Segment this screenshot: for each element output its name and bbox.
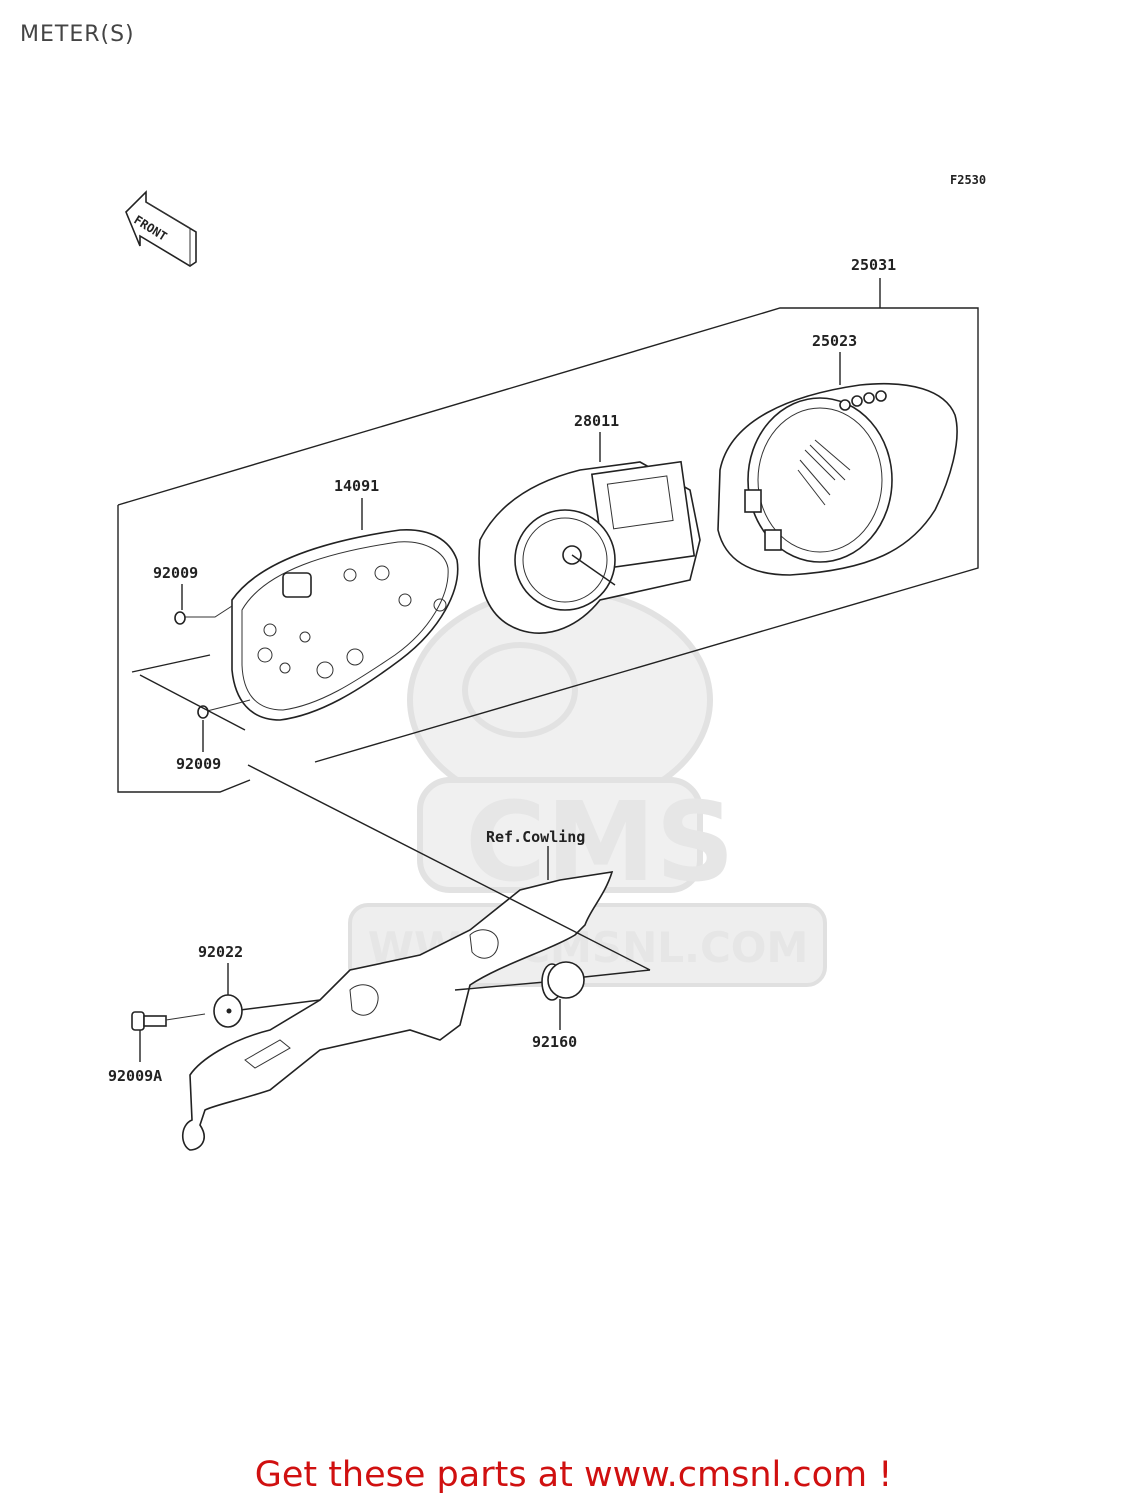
leader-line <box>239 999 321 1011</box>
meter-assembly-28011 <box>478 432 701 634</box>
part-label-92022: 92022 <box>198 943 243 961</box>
watermark: CMS WWW.CMSNL.COM <box>348 587 827 987</box>
bolt-92009A <box>131 1011 206 1062</box>
assembly-outline <box>117 278 979 793</box>
leader-line <box>247 764 651 971</box>
leader-line <box>139 674 246 731</box>
part-label-92009A: 92009A <box>108 1067 162 1085</box>
page-title: METER(S) <box>20 22 135 47</box>
front-arrow-icon: FRONT <box>125 190 197 267</box>
figure-code: F2530 <box>950 173 986 187</box>
meter-case-14091 <box>231 498 459 721</box>
cowling-bracket <box>181 846 614 1151</box>
part-label-92009-upper: 92009 <box>153 564 198 582</box>
leader-line <box>574 969 651 979</box>
washer-92022 <box>213 963 243 1028</box>
reference-label-cowling: Ref.Cowling <box>486 828 585 846</box>
part-label-25023: 25023 <box>812 332 857 350</box>
screw-92009-upper <box>174 584 233 625</box>
part-label-28011: 28011 <box>574 412 619 430</box>
leader-line <box>454 981 546 991</box>
leader-line <box>131 654 211 673</box>
part-label-92009-lower: 92009 <box>176 755 221 773</box>
part-label-14091: 14091 <box>334 477 379 495</box>
screw-92009-lower <box>197 699 251 752</box>
footer-link-text[interactable]: Get these parts at www.cmsnl.com ! <box>254 1455 893 1495</box>
meter-cover-25023 <box>717 352 958 576</box>
part-label-25031: 25031 <box>851 256 896 274</box>
part-label-92160: 92160 <box>532 1033 577 1051</box>
damper-92160 <box>541 961 585 1030</box>
